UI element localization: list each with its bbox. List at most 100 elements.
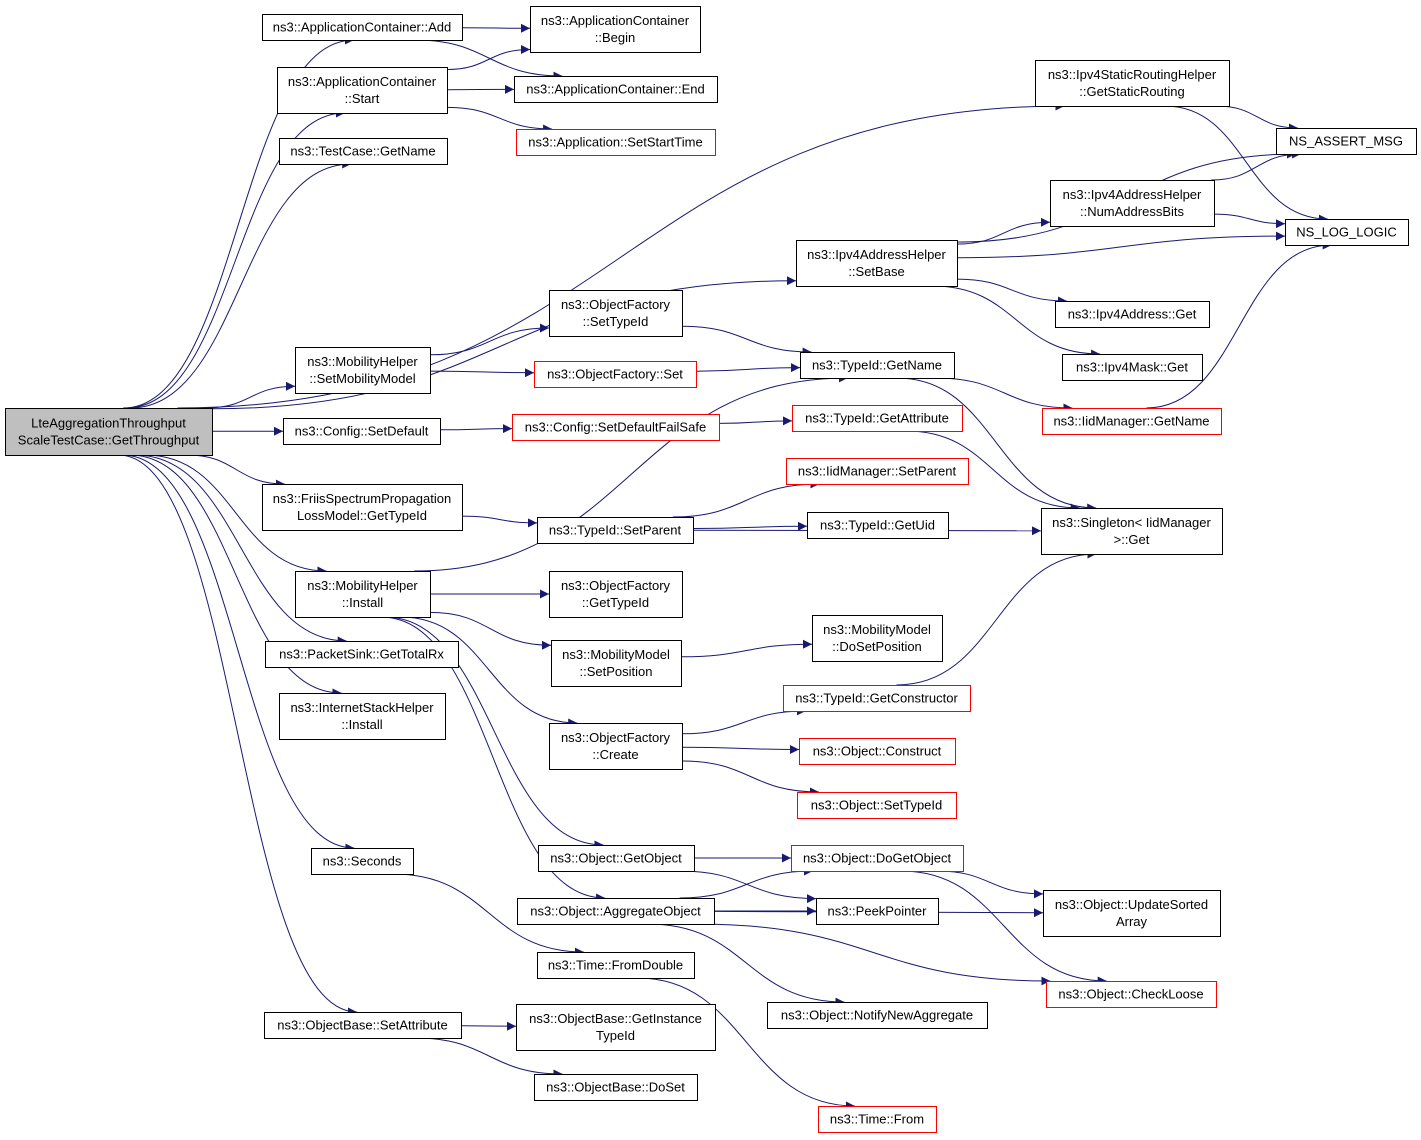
node-box	[514, 76, 718, 103]
node-singleton-get[interactable]: ns3::Singleton< IidManager>::Get	[1041, 508, 1223, 555]
edge-line	[1216, 105, 1299, 133]
edge-line	[680, 639, 813, 658]
edge-line	[681, 760, 820, 797]
node-packetsink-gettotalrx[interactable]: ns3::PacketSink::GetTotalRx	[265, 641, 459, 668]
node-box	[791, 845, 964, 872]
node-label: ns3::ApplicationContainer	[541, 13, 690, 28]
edge-line	[415, 1037, 563, 1079]
node-box	[818, 1106, 937, 1133]
node-objfactory-gettypeid[interactable]: ns3::ObjectFactory::GetTypeId	[549, 571, 683, 618]
node-config-setdefault[interactable]: ns3::Config::SetDefault	[283, 418, 441, 445]
edge-mobhelper-setmodel-to-objfactory-set	[429, 368, 535, 378]
node-label: ns3::TestCase::GetName	[290, 144, 435, 159]
node-ns-assert-msg[interactable]: NS_ASSERT_MSG	[1276, 128, 1417, 155]
node-object-getobject[interactable]: ns3::Object::GetObject	[538, 845, 695, 872]
node-typeid-setparent[interactable]: ns3::TypeId::SetParent	[537, 517, 694, 544]
node-peekpointer[interactable]: ns3::PeekPointer	[816, 898, 939, 925]
node-box	[530, 6, 701, 53]
node-object-checkloose[interactable]: ns3::Object::CheckLoose	[1046, 981, 1217, 1008]
node-objfactory-create[interactable]: ns3::ObjectFactory::Create	[549, 723, 683, 770]
edge-friis-gettypeid-to-typeid-setparent	[461, 515, 538, 528]
node-object-aggregateobject[interactable]: ns3::Object::AggregateObject	[517, 898, 715, 925]
edge-line	[145, 454, 327, 576]
node-label: ns3::ObjectFactory	[561, 730, 671, 745]
edge-root-to-packetsink-gettotalrx	[135, 454, 347, 646]
edge-line	[205, 381, 296, 409]
node-appcont-end[interactable]: ns3::ApplicationContainer::End	[514, 76, 718, 103]
node-box	[783, 685, 971, 712]
node-box	[549, 571, 683, 618]
node-box	[538, 845, 695, 872]
node-config-setdefaultfailsafe[interactable]: ns3::Config::SetDefaultFailSafe	[512, 414, 720, 441]
node-app-setstarttime[interactable]: ns3::Application::SetStartTime	[516, 129, 716, 156]
node-box	[767, 1002, 988, 1029]
node-ipv4address-get[interactable]: ns3::Ipv4Address::Get	[1055, 301, 1210, 328]
node-label: ns3::Application::SetStartTime	[528, 135, 702, 150]
node-box	[283, 418, 441, 445]
node-objfactory-settypeid[interactable]: ns3::ObjectFactory::SetTypeId	[549, 290, 683, 337]
node-ns-log-logic[interactable]: NS_LOG_LOGIC	[1285, 219, 1409, 246]
node-typeid-getname[interactable]: ns3::TypeId::GetName	[800, 352, 955, 379]
node-seconds[interactable]: ns3::Seconds	[311, 848, 414, 875]
node-label: NS_ASSERT_MSG	[1289, 134, 1403, 149]
node-label: ns3::Object::DoGetObject	[803, 851, 952, 866]
edge-root-to-appcont-add	[123, 35, 354, 409]
node-label: ::SetBase	[848, 264, 904, 279]
edge-line	[461, 23, 531, 33]
node-ipv4static-getstaticrouting[interactable]: ns3::Ipv4StaticRoutingHelper::GetStaticR…	[1035, 60, 1230, 107]
node-box	[262, 14, 463, 41]
node-mobmodel-setposition[interactable]: ns3::MobilityModel::SetPosition	[551, 640, 682, 687]
node-object-settypeid[interactable]: ns3::Object::SetTypeId	[797, 792, 957, 819]
node-typeid-getattribute[interactable]: ns3::TypeId::GetAttribute	[792, 405, 963, 432]
node-label: ns3::Object::UpdateSorted	[1055, 897, 1208, 912]
node-time-from[interactable]: ns3::Time::From	[818, 1106, 937, 1133]
edge-line	[446, 45, 531, 70]
node-box	[517, 898, 715, 925]
node-mobhelper-setmodel[interactable]: ns3::MobilityHelper::SetMobilityModel	[295, 347, 431, 394]
edge-line	[901, 870, 1107, 986]
node-iidmanager-getname[interactable]: ns3::IidManager::GetName	[1042, 408, 1222, 435]
node-typeid-getconstructor[interactable]: ns3::TypeId::GetConstructor	[783, 685, 971, 712]
node-box	[537, 952, 695, 979]
node-object-dogetobject[interactable]: ns3::Object::DoGetObject	[791, 845, 964, 872]
node-label: ns3::TypeId::SetParent	[549, 523, 682, 538]
edge-line	[679, 870, 817, 904]
node-friis-gettypeid[interactable]: ns3::FriisSpectrumPropagationLossModel::…	[262, 484, 463, 531]
node-typeid-getuid[interactable]: ns3::TypeId::GetUid	[807, 512, 949, 539]
node-internetstack-install[interactable]: ns3::InternetStackHelper::Install	[279, 693, 446, 740]
node-iidmanager-setparent[interactable]: ns3::IidManager::SetParent	[786, 458, 969, 485]
node-ipv4addrhelper-numaddressbits[interactable]: ns3::Ipv4AddressHelper::NumAddressBits	[1050, 180, 1215, 227]
node-ipv4addrhelper-setbase[interactable]: ns3::Ipv4AddressHelper::SetBase	[796, 240, 958, 287]
edge-line	[118, 454, 357, 1017]
edge-appcont-start-to-appcont-begin	[446, 45, 531, 70]
edge-mobhelper-install-to-object-aggregateobject	[380, 616, 606, 903]
node-objectbase-setattribute[interactable]: ns3::ObjectBase::SetAttribute	[264, 1012, 462, 1039]
node-object-notifynewaggregate[interactable]: ns3::Object::NotifyNewAggregate	[767, 1002, 988, 1029]
node-mobmodel-dosetposition[interactable]: ns3::MobilityModel::DoSetPosition	[812, 615, 943, 662]
node-appcont-add[interactable]: ns3::ApplicationContainer::Add	[262, 14, 463, 41]
node-objectbase-doset[interactable]: ns3::ObjectBase::DoSet	[534, 1074, 698, 1101]
edge-objectbase-setattribute-to-objectbase-doset	[415, 1037, 563, 1079]
node-label: ns3::ObjectBase::GetInstance	[529, 1011, 702, 1026]
edge-root-to-appcont-start	[125, 108, 345, 409]
edge-line	[956, 217, 1051, 245]
edge-object-getobject-to-peekpointer	[679, 870, 817, 904]
node-label: ns3::Config::SetDefault	[295, 424, 429, 439]
edge-line	[429, 611, 552, 650]
node-mobhelper-install[interactable]: ns3::MobilityHelper::Install	[295, 571, 431, 618]
node-appcont-begin[interactable]: ns3::ApplicationContainer::Begin	[530, 6, 701, 53]
node-time-fromdouble[interactable]: ns3::Time::FromDouble	[537, 952, 695, 979]
edge-line	[429, 368, 535, 378]
edge-line	[122, 454, 355, 853]
node-ipv4mask-get[interactable]: ns3::Ipv4Mask::Get	[1062, 354, 1203, 381]
node-appcont-start[interactable]: ns3::ApplicationContainer::Start	[277, 67, 448, 114]
edge-object-dogetobject-to-object-checkloose	[901, 870, 1107, 986]
node-testcase-getname[interactable]: ns3::TestCase::GetName	[279, 138, 448, 165]
node-root[interactable]: LteAggregationThroughputScaleTestCase::G…	[5, 408, 213, 456]
node-box	[800, 352, 955, 379]
node-objfactory-set[interactable]: ns3::ObjectFactory::Set	[534, 361, 697, 388]
node-object-construct[interactable]: ns3::Object::Construct	[799, 738, 956, 765]
